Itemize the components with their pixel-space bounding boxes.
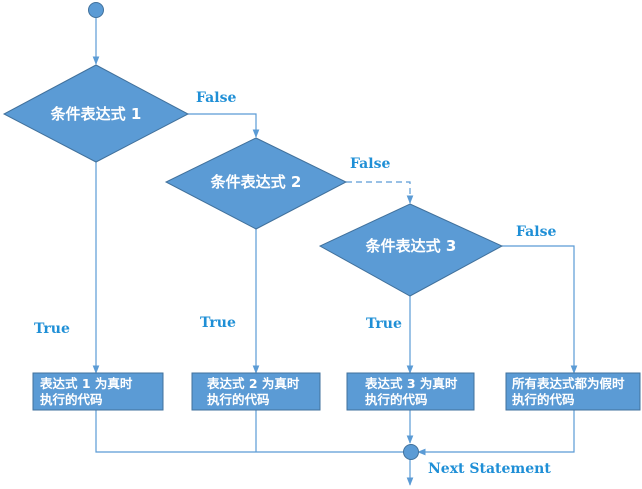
- action-1-rect: [32, 372, 164, 411]
- action-4-line2: 执行的代码: [512, 392, 575, 407]
- action-3-line2: 执行的代码: [365, 392, 428, 407]
- condition-2-diamond: [164, 137, 348, 230]
- action-1-line1: 表达式 1 为真时: [39, 376, 133, 391]
- condition-3-true-label: True: [366, 316, 402, 332]
- condition-1-false-arrow: [188, 113, 260, 138]
- next-statement-label: Next Statement: [428, 461, 551, 477]
- action-1-line2: 执行的代码: [40, 392, 103, 407]
- condition-3-diamond: [318, 203, 504, 297]
- condition-2-false-arrow: [346, 181, 414, 204]
- condition-1-diamond: [2, 64, 190, 163]
- condition-2-true-label: True: [200, 315, 236, 331]
- condition-3-decision: 条件表达式 3: [318, 203, 504, 297]
- action-2-rect: [191, 372, 321, 411]
- condition-2-false-label: False: [350, 156, 390, 172]
- condition-3-false-arrow: [502, 245, 578, 374]
- action-2-box: 表达式 2 为真时 执行的代码: [191, 372, 321, 411]
- condition-1-decision: 条件表达式 1: [2, 64, 190, 163]
- condition-1-false-label: False: [196, 90, 236, 106]
- action-3-line1: 表达式 3 为真时: [364, 376, 458, 391]
- merge-node: [403, 444, 419, 460]
- action-3-box: 表达式 3 为真时 执行的代码: [346, 372, 475, 411]
- condition-3-label: 条件表达式 3: [365, 237, 457, 255]
- action-3-rect: [346, 372, 475, 411]
- action-4-line1: 所有表达式都为假时: [512, 376, 625, 391]
- action-1-merge-line: [95, 410, 404, 453]
- connectors: [92, 18, 578, 486]
- start-node: [88, 2, 104, 18]
- action-2-line2: 执行的代码: [207, 392, 270, 407]
- action-1-box: 表达式 1 为真时 执行的代码: [32, 372, 164, 411]
- condition-3-false-label: False: [516, 224, 556, 240]
- action-2-line1: 表达式 2 为真时: [206, 376, 300, 391]
- condition-2-label: 条件表达式 2: [210, 173, 302, 191]
- condition-2-decision: 条件表达式 2: [164, 137, 348, 230]
- action-4-rect: [505, 372, 641, 411]
- condition-1-true-label: True: [34, 321, 70, 337]
- action-4-box: 所有表达式都为假时 执行的代码: [505, 372, 641, 411]
- condition-1-label: 条件表达式 1: [50, 105, 142, 123]
- action-4-merge-arrow: [417, 410, 575, 456]
